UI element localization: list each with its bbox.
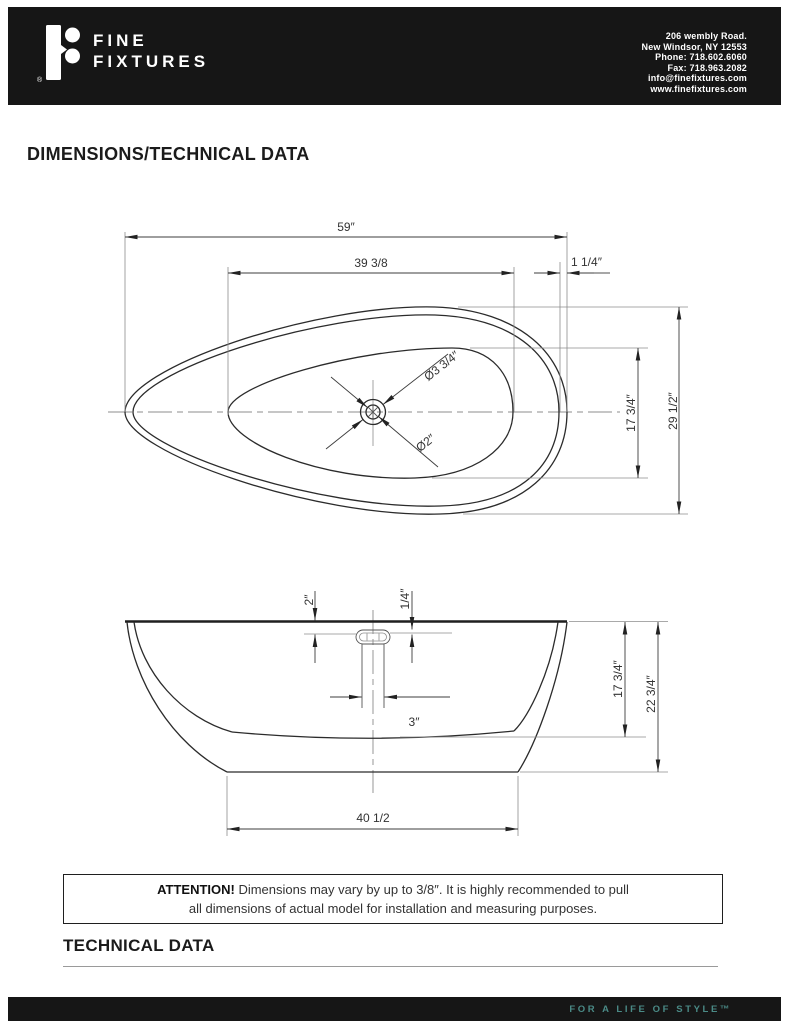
dim-overflow-depth: 2″ bbox=[302, 591, 318, 663]
dim-basin-length: 39 3/8 bbox=[228, 256, 514, 276]
attention-line1: ATTENTION! Dimensions may vary by up to … bbox=[157, 880, 629, 899]
drain-outer-circle bbox=[359, 398, 387, 426]
registered-mark: ® bbox=[37, 77, 43, 84]
dim-label-basin-length: 39 3/8 bbox=[354, 256, 388, 270]
dim-overall-height: 22 3/4″ bbox=[644, 622, 661, 772]
dim-overflow-lip: 1/4″ bbox=[398, 588, 415, 663]
dim-label-drain-offset: 3″ bbox=[409, 715, 421, 729]
fine-fixtures-logo-icon bbox=[46, 25, 80, 80]
brand-wordmark: FINE FIXTURES bbox=[93, 30, 209, 72]
contact-address-line2: New Windsor, NY 12553 bbox=[641, 41, 747, 52]
footer-tagline: FOR A LIFE OF STYLE™ bbox=[569, 1003, 732, 1015]
dim-label-drain-outer-diameter: Ø3 3/4″ bbox=[421, 347, 462, 383]
dim-label-overall-height: 22 3/4″ bbox=[644, 674, 658, 712]
dim-label-base-length: 40 1/2 bbox=[356, 811, 390, 825]
dim-label-inner-depth: 17 3/4″ bbox=[611, 659, 625, 697]
tub-inner-rim-outline bbox=[132, 314, 560, 507]
tub-side-view: 2″ 1/4″ 3″ 17 3/4″ bbox=[125, 588, 668, 836]
dim-label-drain-diameter: Ø2″ bbox=[413, 431, 438, 455]
dim-label-overflow-lip: 1/4″ bbox=[398, 588, 412, 610]
section-divider bbox=[63, 966, 718, 967]
dim-inner-depth: 17 3/4″ bbox=[611, 622, 628, 737]
dim-label-overflow-depth: 2″ bbox=[302, 594, 316, 606]
dim-label-basin-width: 17 3/4″ bbox=[624, 393, 638, 431]
tub-outer-rim-outline bbox=[124, 306, 568, 515]
contact-address-line1: 206 wembly Road. bbox=[665, 31, 747, 41]
contact-block: 206 wembly Road. New Windsor, NY 12553 P… bbox=[642, 31, 748, 95]
tub-top-view: 59″ 39 3/8 1 1/4″ 17 3/4″ bbox=[108, 220, 688, 515]
attention-line2: all dimensions of actual model for insta… bbox=[188, 901, 598, 916]
dim-overall-width: 29 1/2″ bbox=[666, 307, 682, 514]
contact-website: www.finefixtures.com bbox=[650, 83, 747, 94]
tub-interior-bottom bbox=[231, 730, 515, 739]
drain-detail: Ø3 3/4″ Ø2″ bbox=[325, 347, 462, 468]
tub-right-outer-profile bbox=[517, 621, 568, 773]
attention-text1: Dimensions may vary by up to 3/8″. It is… bbox=[234, 882, 629, 897]
dim-base-length: 40 1/2 bbox=[227, 811, 518, 832]
contact-phone: Phone: 718.602.6060 bbox=[655, 52, 747, 63]
tub-left-inner-profile bbox=[133, 621, 233, 733]
dim-basin-width: 17 3/4″ bbox=[624, 348, 641, 478]
dim-rim-offset: 1 1/4″ bbox=[534, 255, 610, 276]
brand-line2: FIXTURES bbox=[93, 52, 210, 71]
dim-label-rim-offset: 1 1/4″ bbox=[571, 255, 603, 269]
footer-bar: FOR A LIFE OF STYLE™ bbox=[8, 997, 781, 1021]
header-bar: ® FINE FIXTURES 206 wembly Road. New Win… bbox=[8, 7, 781, 105]
dim-label-overall-length: 59″ bbox=[337, 220, 355, 234]
attention-box: ATTENTION! Dimensions may vary by up to … bbox=[63, 874, 723, 924]
drain-inner-circle bbox=[365, 404, 381, 420]
dim-overall-length: 59″ bbox=[125, 220, 567, 240]
page-title: DIMENSIONS/TECHNICAL DATA bbox=[27, 144, 310, 164]
tub-left-outer-profile bbox=[126, 621, 228, 773]
contact-fax: Fax: 718.963.2082 bbox=[667, 62, 747, 73]
overflow-fitting bbox=[304, 629, 452, 708]
technical-data-title: TECHNICAL DATA bbox=[63, 936, 215, 955]
dim-label-overall-width: 29 1/2″ bbox=[666, 391, 680, 429]
contact-email: info@finefixtures.com bbox=[648, 73, 747, 84]
brand-line1: FINE bbox=[93, 31, 148, 50]
attention-label: ATTENTION! bbox=[157, 882, 235, 897]
tub-basin-outline bbox=[227, 347, 514, 479]
tub-right-inner-profile bbox=[513, 621, 559, 732]
dim-drain-offset: 3″ bbox=[330, 694, 450, 729]
